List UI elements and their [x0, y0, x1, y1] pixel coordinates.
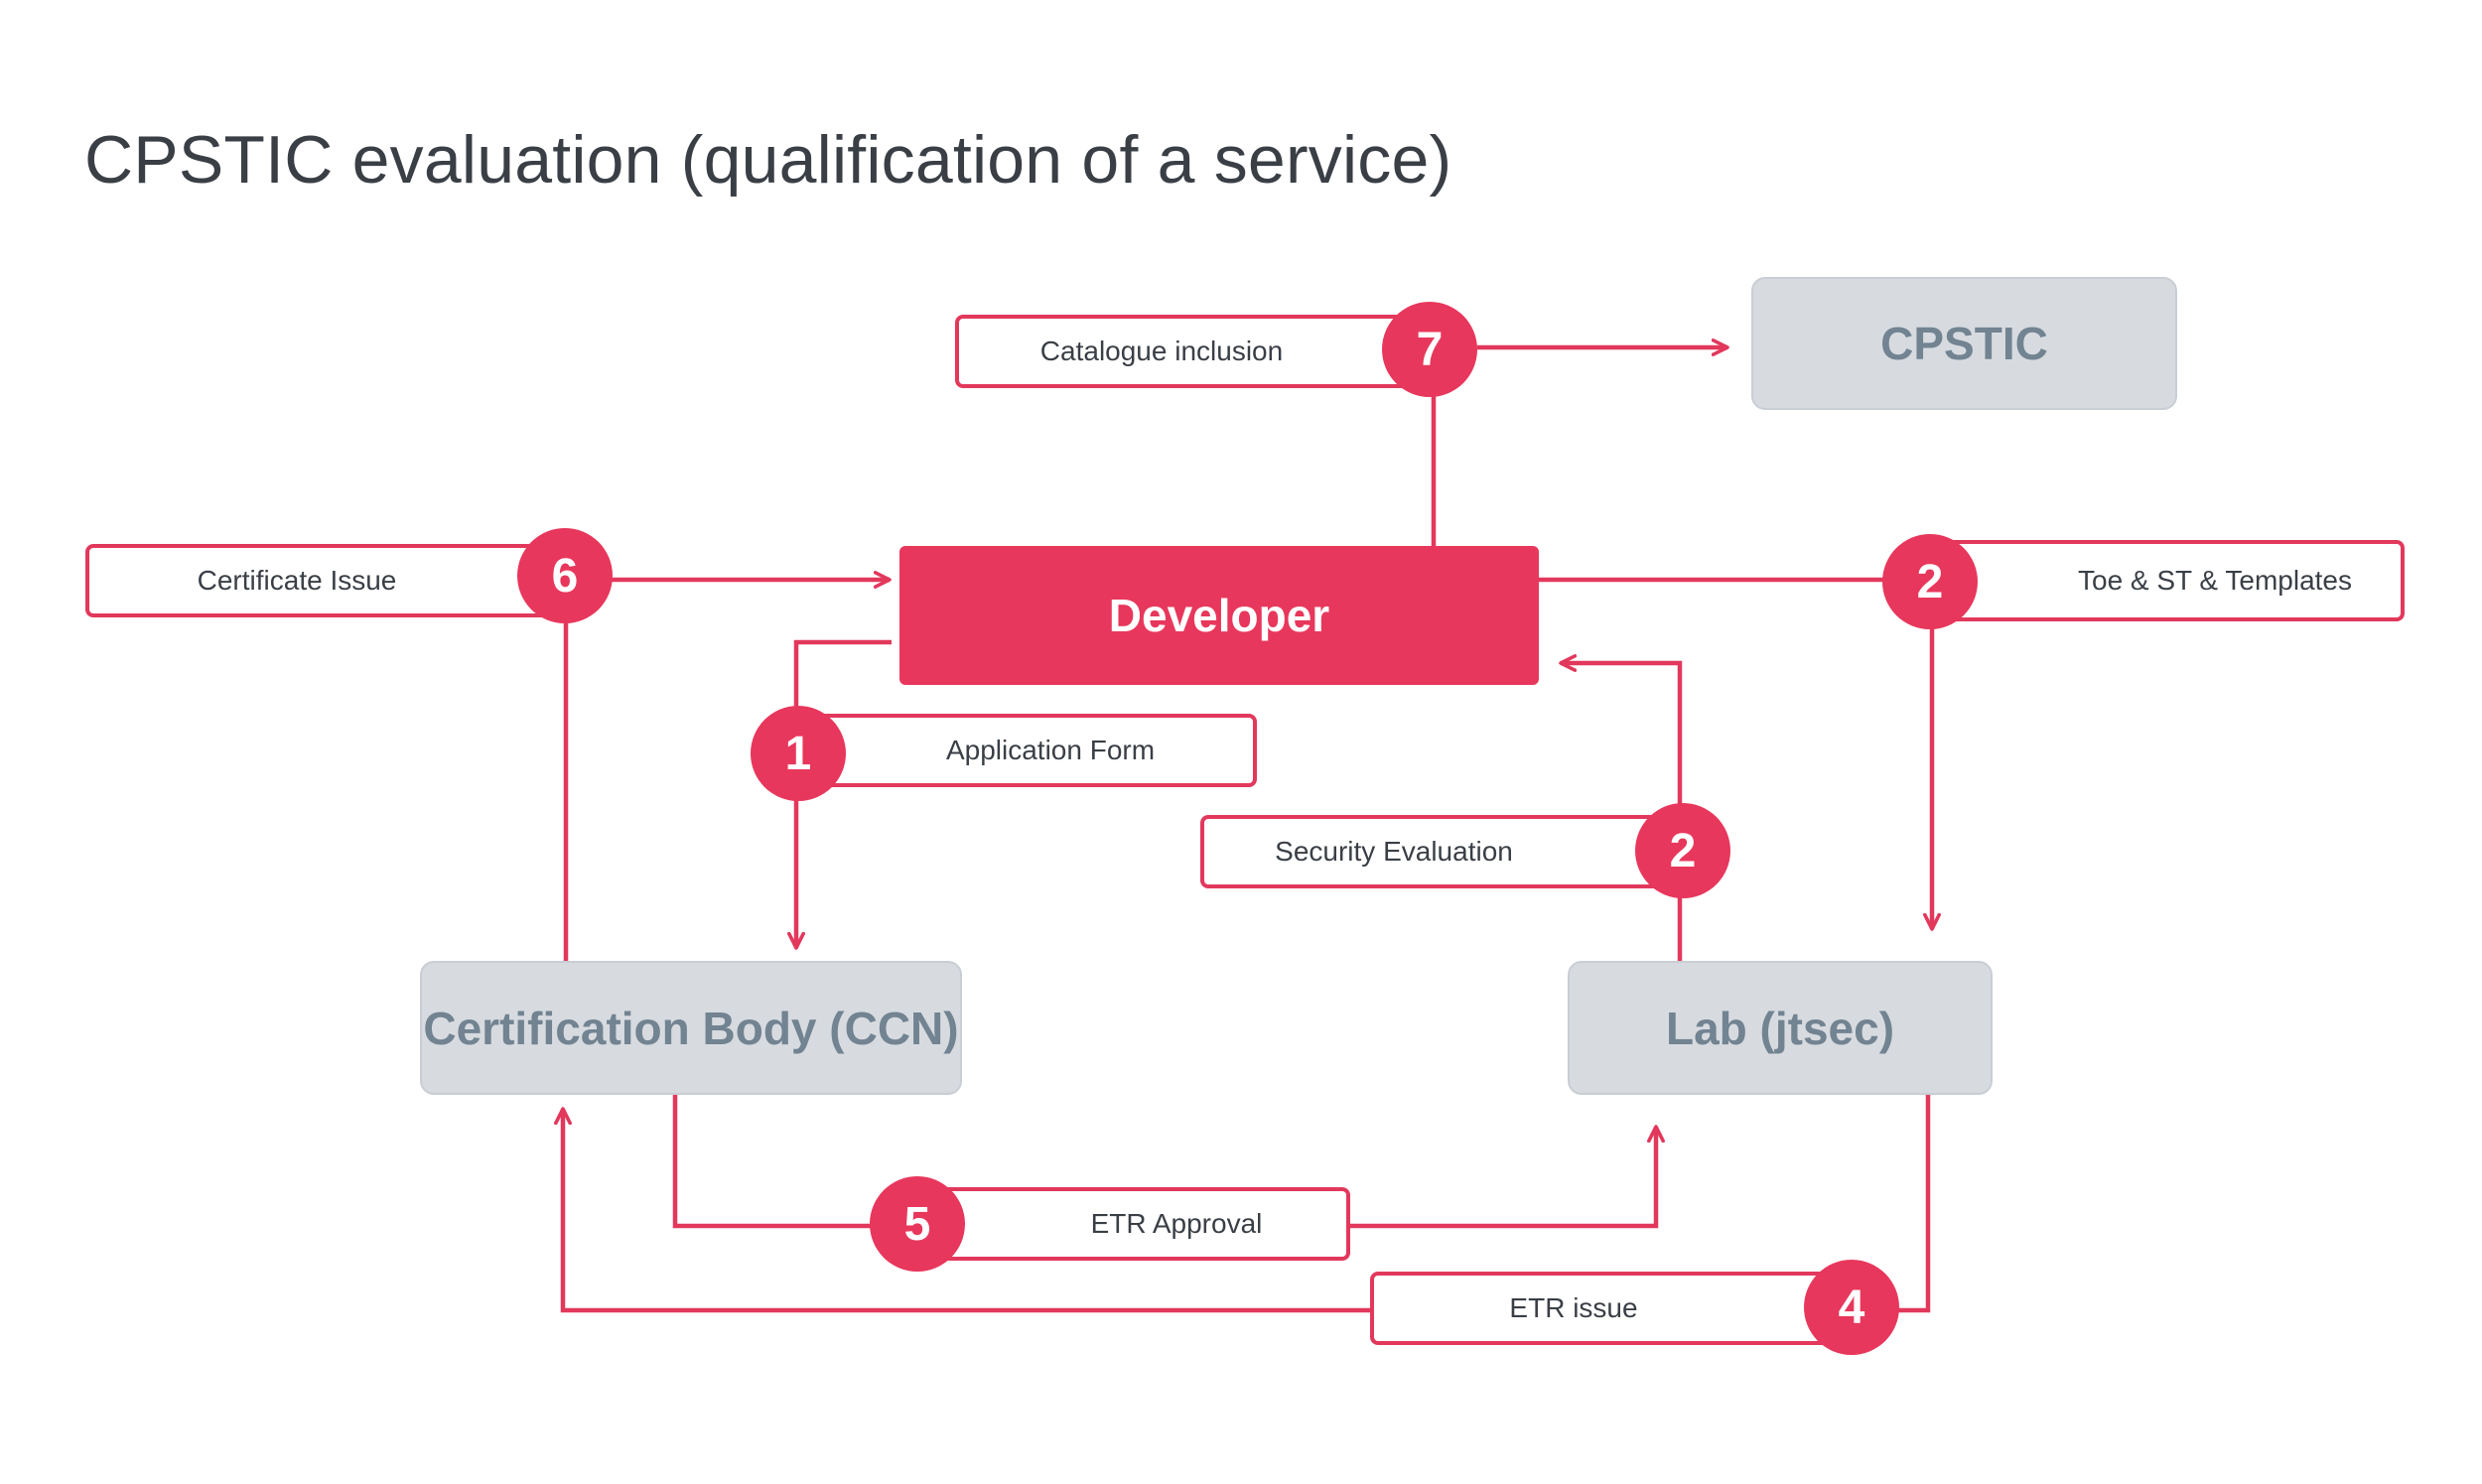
step-badge-2: 2	[1882, 534, 1978, 629]
step-badge-1: 1	[751, 706, 846, 801]
node-cpstic: CPSTIC	[1751, 277, 2177, 410]
step-etr-approval-label: ETR Approval	[923, 1187, 1350, 1261]
node-certification-body: Certification Body (CCN)	[420, 961, 962, 1095]
step-toe-st-templates-label: Toe & ST & Templates	[1946, 540, 2405, 621]
step-security-evaluation-label: Security Evaluation	[1200, 815, 1667, 888]
step-catalogue-inclusion-label: Catalogue inclusion	[955, 315, 1428, 388]
step-badge-4: 4	[1804, 1260, 1899, 1355]
arrow-developer-to-cb	[787, 639, 892, 950]
node-lab: Lab (jtsec)	[1568, 961, 1993, 1095]
step-application-form-label: Application Form	[804, 714, 1257, 787]
step-badge-5: 5	[870, 1176, 965, 1272]
page-title: CPSTIC evaluation (qualification of a se…	[84, 122, 1452, 198]
node-developer: Developer	[899, 546, 1539, 685]
arrow-lab-to-cb	[554, 1095, 1931, 1313]
step-badge-6: 6	[517, 528, 613, 623]
step-etr-issue-label: ETR issue	[1370, 1272, 1857, 1345]
step-badge-2: 2	[1635, 803, 1730, 898]
step-badge-7: 7	[1382, 302, 1477, 397]
step-certificate-issue-label: Certificate Issue	[85, 544, 568, 617]
